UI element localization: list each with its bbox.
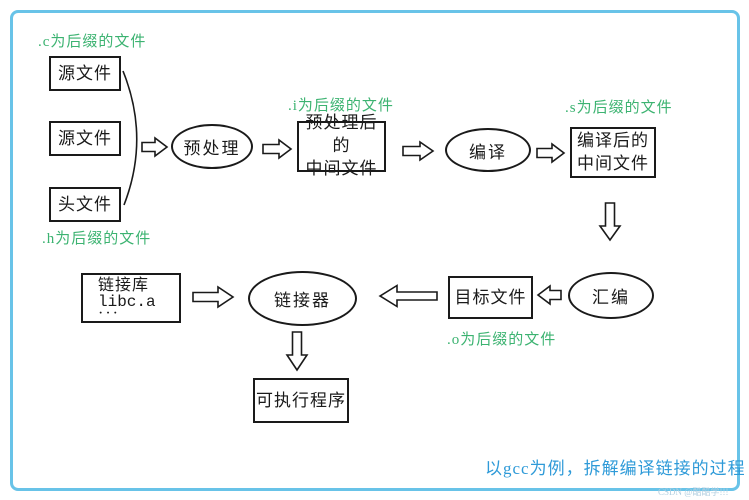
- node-source-file-1-label: 源文件: [58, 63, 112, 83]
- node-header-file-label: 头文件: [58, 194, 112, 214]
- node-compiled-intermediate-file-line2: 中间文件: [577, 153, 649, 173]
- node-object-file: 目标文件: [448, 276, 533, 319]
- arrow-sources-to-preprocess: [141, 136, 169, 158]
- inputs-grouping-brace: [122, 70, 138, 206]
- node-source-file-2: 源文件: [49, 121, 121, 156]
- suffix-label-c: .c为后缀的文件: [38, 34, 147, 50]
- arrow-libs-to-linker: [192, 285, 235, 309]
- node-assemble: 汇编: [568, 272, 654, 319]
- arrow-s-file-to-assemble: [598, 202, 622, 242]
- diagram-border-frame: [10, 10, 740, 491]
- node-compile-label: 编译: [469, 142, 507, 162]
- node-preprocess-label: 预处理: [183, 139, 241, 158]
- node-preprocessed-intermediate-file-line1: 预处理后的: [305, 113, 378, 156]
- suffix-label-h: .h为后缀的文件: [42, 231, 152, 247]
- arrow-i-file-to-compile: [402, 140, 435, 162]
- arrow-assemble-to-object-file: [536, 284, 562, 306]
- suffix-label-o: .o为后缀的文件: [447, 332, 557, 348]
- node-link-libraries-line2: libc.a: [98, 293, 156, 312]
- arrow-linker-to-executable: [285, 331, 309, 372]
- node-compiled-intermediate-file-line1: 编译后的: [577, 130, 649, 150]
- diagram-caption: 以gcc为例，拆解编译链接的过程: [485, 459, 746, 478]
- node-compile: 编译: [445, 128, 531, 172]
- arrow-preprocess-to-i-file: [262, 138, 293, 160]
- node-assemble-label: 汇编: [592, 288, 630, 307]
- csdn-watermark: CSDN @酷酷学!!!: [658, 487, 729, 497]
- node-executable: 可执行程序: [253, 378, 349, 423]
- node-executable-label: 可执行程序: [256, 390, 346, 410]
- suffix-label-i: .i为后缀的文件: [288, 98, 394, 114]
- node-object-file-label: 目标文件: [454, 287, 527, 307]
- arrow-object-file-to-linker: [378, 284, 438, 308]
- node-preprocess: 预处理: [171, 124, 253, 169]
- node-preprocessed-intermediate-file-line2: 中间文件: [305, 158, 378, 178]
- node-source-file-1: 源文件: [49, 56, 121, 91]
- node-compiled-intermediate-file: 编译后的 中间文件: [570, 127, 656, 178]
- arrow-compile-to-s-file: [536, 142, 566, 164]
- node-linker: 链接器: [248, 271, 357, 326]
- suffix-label-s: .s为后缀的文件: [565, 100, 673, 116]
- node-link-libraries: 链接库 libc.a ···: [81, 273, 181, 323]
- node-link-libraries-line1: 链接库: [98, 277, 150, 295]
- node-link-libraries-line3: ···: [98, 305, 120, 323]
- node-linker-label: 链接器: [274, 291, 331, 310]
- node-header-file: 头文件: [49, 187, 121, 222]
- node-source-file-2-label: 源文件: [58, 128, 112, 148]
- node-preprocessed-intermediate-file: 预处理后的 中间文件: [297, 113, 386, 178]
